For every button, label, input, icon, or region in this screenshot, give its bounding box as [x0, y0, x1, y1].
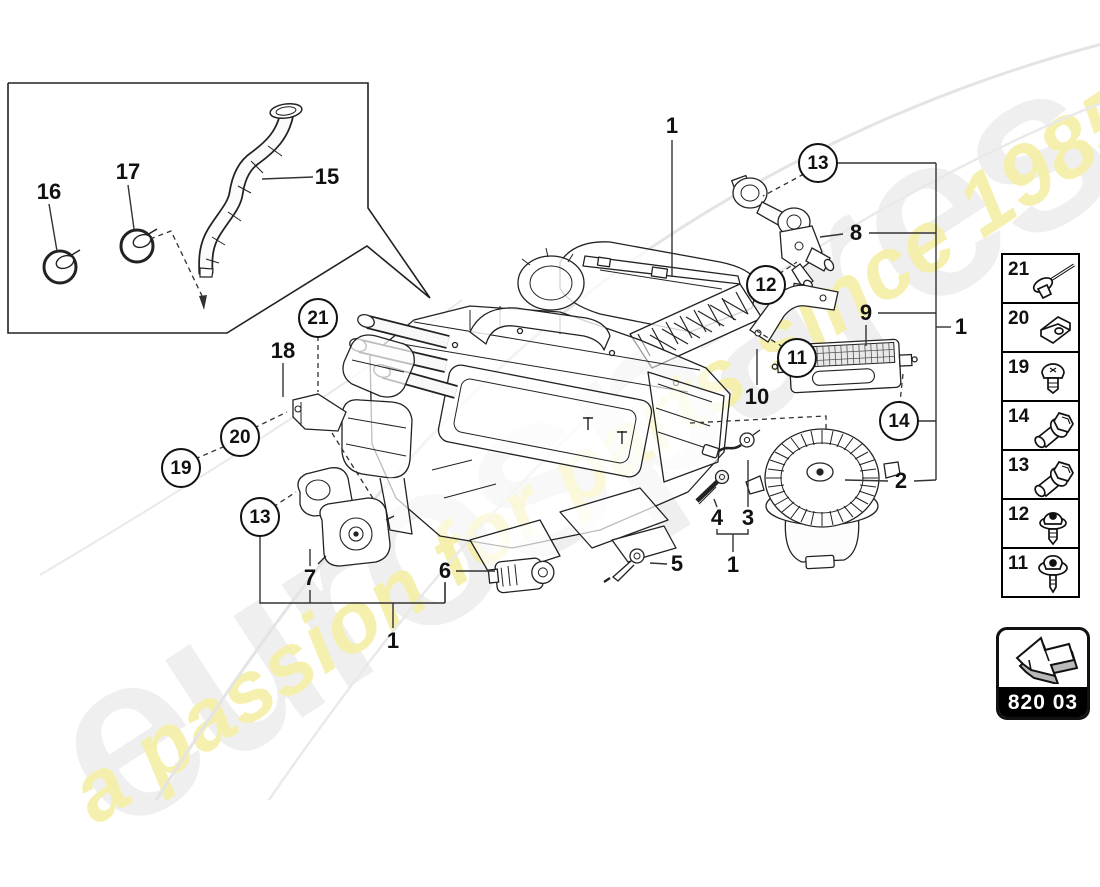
sidebar-item-20: 20 [1001, 302, 1080, 353]
callout-5: 5 [670, 551, 684, 576]
sidebar-item-number: 14 [1008, 406, 1030, 427]
callout-3: 3 [741, 505, 755, 530]
callout-13-right: 13 [798, 143, 838, 183]
callout-21: 21 [298, 298, 338, 338]
hex-bolt-icon [1032, 461, 1074, 498]
sidebar-item-number: 11 [1008, 553, 1029, 574]
callout-18: 18 [270, 338, 296, 363]
sidebar-item-number: 13 [1008, 455, 1030, 476]
grommet-17 [119, 228, 158, 264]
callout-1-top: 1 [665, 113, 679, 138]
callout-20: 20 [220, 417, 260, 457]
parts-diagram-page: eurospares a passion for parts since 198… [0, 4, 1100, 886]
callout-1-right: 1 [954, 314, 968, 339]
actuator-part-7 [297, 467, 395, 567]
bracket-part-18 [292, 393, 347, 432]
callout-2: 2 [894, 468, 908, 493]
sidebar-item-11: 11 [1001, 547, 1080, 598]
clip-nut-icon [1040, 316, 1071, 344]
sidebar-item-number: 12 [1008, 504, 1030, 525]
dashed-arrowhead [199, 295, 207, 310]
callout-19: 19 [161, 448, 201, 488]
sidebar-item-14: 14 [1001, 400, 1080, 451]
sidebar-item-number: 19 [1008, 357, 1030, 378]
callout-4: 4 [710, 505, 724, 530]
back-arrow-icon [1015, 635, 1079, 684]
callout-11: 11 [777, 338, 817, 378]
sidebar-item-number: 20 [1008, 308, 1030, 329]
callout-1-bottom-mid: 1 [726, 552, 740, 577]
sidebar-item-21: 21 [1001, 253, 1080, 304]
fastener-sidebar: 21 20 19 14 13 12 11 [1001, 253, 1080, 598]
callout-9: 9 [859, 300, 873, 325]
callout-15: 15 [314, 164, 340, 189]
callout-10: 10 [744, 384, 770, 409]
sidebar-item-13: 13 [1001, 449, 1080, 500]
callout-16: 16 [36, 179, 62, 204]
bolt-part-4 [695, 469, 730, 505]
big-washer-screw-icon [1038, 554, 1068, 593]
dashed-leader-lines [149, 173, 904, 508]
callout-17: 17 [115, 159, 141, 184]
callout-12: 12 [746, 265, 786, 305]
dome-screw-icon [1041, 363, 1065, 394]
part-code-text: 820 03 [999, 687, 1087, 717]
callout-13-left: 13 [240, 497, 280, 537]
callout-8: 8 [849, 220, 863, 245]
hex-bolt-icon [1032, 412, 1074, 449]
sidebar-item-number: 21 [1008, 259, 1030, 280]
rivet-icon [1029, 263, 1076, 300]
callout-6: 6 [438, 558, 452, 583]
blower-motor [745, 428, 901, 570]
callout-7: 7 [303, 565, 317, 590]
actuator-part-6 [487, 557, 555, 594]
diagram-line-art [7, 43, 1100, 800]
callout-1-bottom-left: 1 [386, 628, 400, 653]
sidebar-item-19: 19 [1001, 351, 1080, 402]
sensor-part-3 [701, 429, 761, 459]
part-code-badge[interactable]: 820 03 [996, 627, 1090, 720]
detail-box-outline [7, 82, 431, 334]
grommet-16 [42, 249, 81, 285]
drain-hose [198, 102, 303, 278]
sidebar-item-12: 12 [1001, 498, 1080, 549]
leader-lines [48, 140, 951, 628]
sensor-part-5 [603, 548, 645, 583]
washer-screw-icon [1039, 512, 1067, 545]
hvac-unit-drawing [341, 241, 763, 579]
callout-14: 14 [879, 401, 919, 441]
